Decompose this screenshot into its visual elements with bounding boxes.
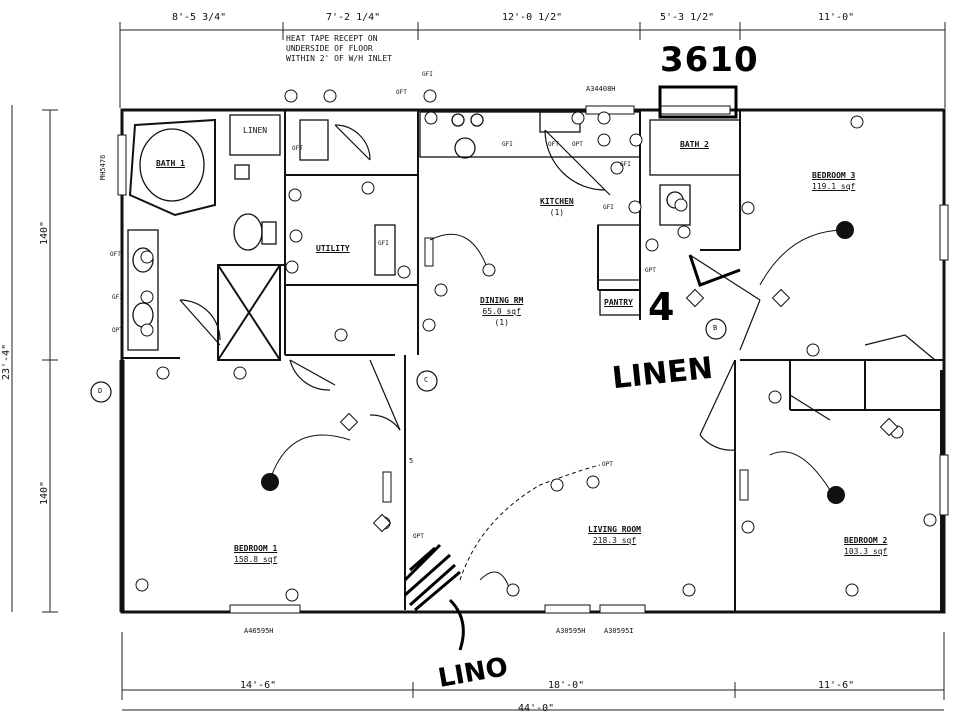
room-dining-area: 65.0 sqf — [482, 307, 521, 316]
callout-b: B — [713, 324, 718, 332]
room-linen: LINEN — [243, 125, 267, 136]
room-kitchen: KITCHEN (1) — [540, 196, 574, 218]
device-label: GFI — [620, 161, 631, 168]
room-kitchen-name: KITCHEN — [540, 197, 574, 206]
dim-overall-width: 44'-0" — [518, 703, 555, 714]
device-label: GFI — [603, 204, 614, 211]
room-bedroom1: BEDROOM 1 158.8 sqf — [234, 543, 277, 565]
device-label: GFI — [378, 240, 389, 247]
dim-left-lower: 140" — [39, 480, 50, 505]
dim-top-2: 7'-2 1/4" — [326, 12, 381, 23]
room-living: LIVING ROOM 218.3 sqf — [588, 524, 641, 546]
device-label: GFI — [502, 141, 513, 148]
circuit-lines — [269, 229, 846, 591]
room-utility-name: UTILITY — [316, 244, 350, 253]
room-bedroom3: BEDROOM 3 119.1 sqf — [812, 170, 855, 192]
device-label: GFI — [422, 71, 433, 78]
windows — [117, 105, 949, 614]
device-label: OFT — [396, 89, 407, 96]
room-bedroom2: BEDROOM 2 103.3 sqf — [844, 535, 887, 557]
dim-top-3: 12'-0 1/2" — [502, 12, 563, 23]
room-bath1: BATH 1 — [156, 158, 185, 169]
device-label: GFI — [112, 294, 123, 301]
device-label: OPT — [413, 533, 424, 540]
room-pantry-name: PANTRY — [604, 298, 633, 307]
dim-bottom-3: 11'-6" — [818, 680, 855, 691]
handwritten-closet-num: 4 — [648, 285, 675, 329]
callout-c: C — [424, 376, 429, 384]
handwritten-marks — [403, 85, 741, 651]
dim-bottom-1: 14'-6" — [240, 680, 277, 691]
room-dining-count: (1) — [494, 318, 509, 327]
device-label: OFT — [548, 141, 559, 148]
callout-5: 5 — [409, 457, 414, 465]
window-code-top-center: A34408H — [586, 85, 616, 93]
dim-left-total: 23'-4" — [1, 343, 12, 380]
device-label: OFT — [292, 145, 303, 152]
room-utility: UTILITY — [316, 243, 350, 254]
room-living-area: 218.3 sqf — [592, 536, 637, 545]
callout-d: D — [98, 387, 103, 395]
device-label: GPT — [645, 267, 656, 274]
room-bedroom1-area: 158.8 sqf — [234, 555, 278, 564]
callout-circles — [90, 318, 727, 403]
window-code-left-wall: MH5476 — [99, 154, 107, 180]
fixtures — [127, 111, 741, 351]
room-kitchen-count: (1) — [549, 208, 565, 217]
handwritten-window-spec: 3610 — [660, 40, 759, 80]
window-code-bottom-center-2: A30595I — [604, 627, 634, 635]
dimension-lines — [11, 22, 946, 711]
room-living-name: LIVING ROOM — [588, 525, 641, 534]
device-label: OPT — [572, 141, 583, 148]
dim-bottom-2: 18'-0" — [548, 680, 585, 691]
smoke-detectors — [339, 288, 899, 533]
room-bath2: BATH 2 — [680, 139, 709, 150]
room-dining: DINING RM 65.0 sqf (1) — [480, 295, 523, 328]
ceiling-lights — [261, 221, 854, 504]
room-bedroom3-name: BEDROOM 3 — [812, 171, 856, 180]
device-label: OFT — [110, 251, 121, 258]
heat-tape-note: HEAT TAPE RECEPT ON UNDERSIDE OF FLOOR W… — [286, 34, 392, 63]
room-bedroom2-area: 103.3 sqf — [844, 547, 888, 556]
dim-top-1: 8'-5 3/4" — [172, 12, 227, 23]
room-bedroom1-name: BEDROOM 1 — [234, 544, 278, 553]
dim-left-upper: 140" — [39, 220, 50, 245]
doors — [179, 124, 936, 451]
room-linen-name: LINEN — [243, 126, 268, 135]
room-pantry: PANTRY — [604, 297, 633, 308]
room-bedroom2-name: BEDROOM 2 — [844, 536, 888, 545]
room-bath2-name: BATH 2 — [680, 140, 709, 149]
dim-top-5: 11'-0" — [818, 12, 855, 23]
device-label: OPT — [602, 461, 613, 468]
room-bedroom3-area: 119.1 sqf — [812, 182, 856, 191]
dim-top-4: 5'-3 1/2" — [660, 12, 715, 23]
window-code-bottom-left: A46595H — [244, 627, 274, 635]
room-dining-name: DINING RM — [480, 296, 524, 305]
device-label: OPT — [112, 327, 123, 334]
room-bath1-name: BATH 1 — [156, 159, 185, 168]
outlet-markers — [135, 89, 937, 602]
window-code-bottom-center-1: A30595H — [556, 627, 586, 635]
